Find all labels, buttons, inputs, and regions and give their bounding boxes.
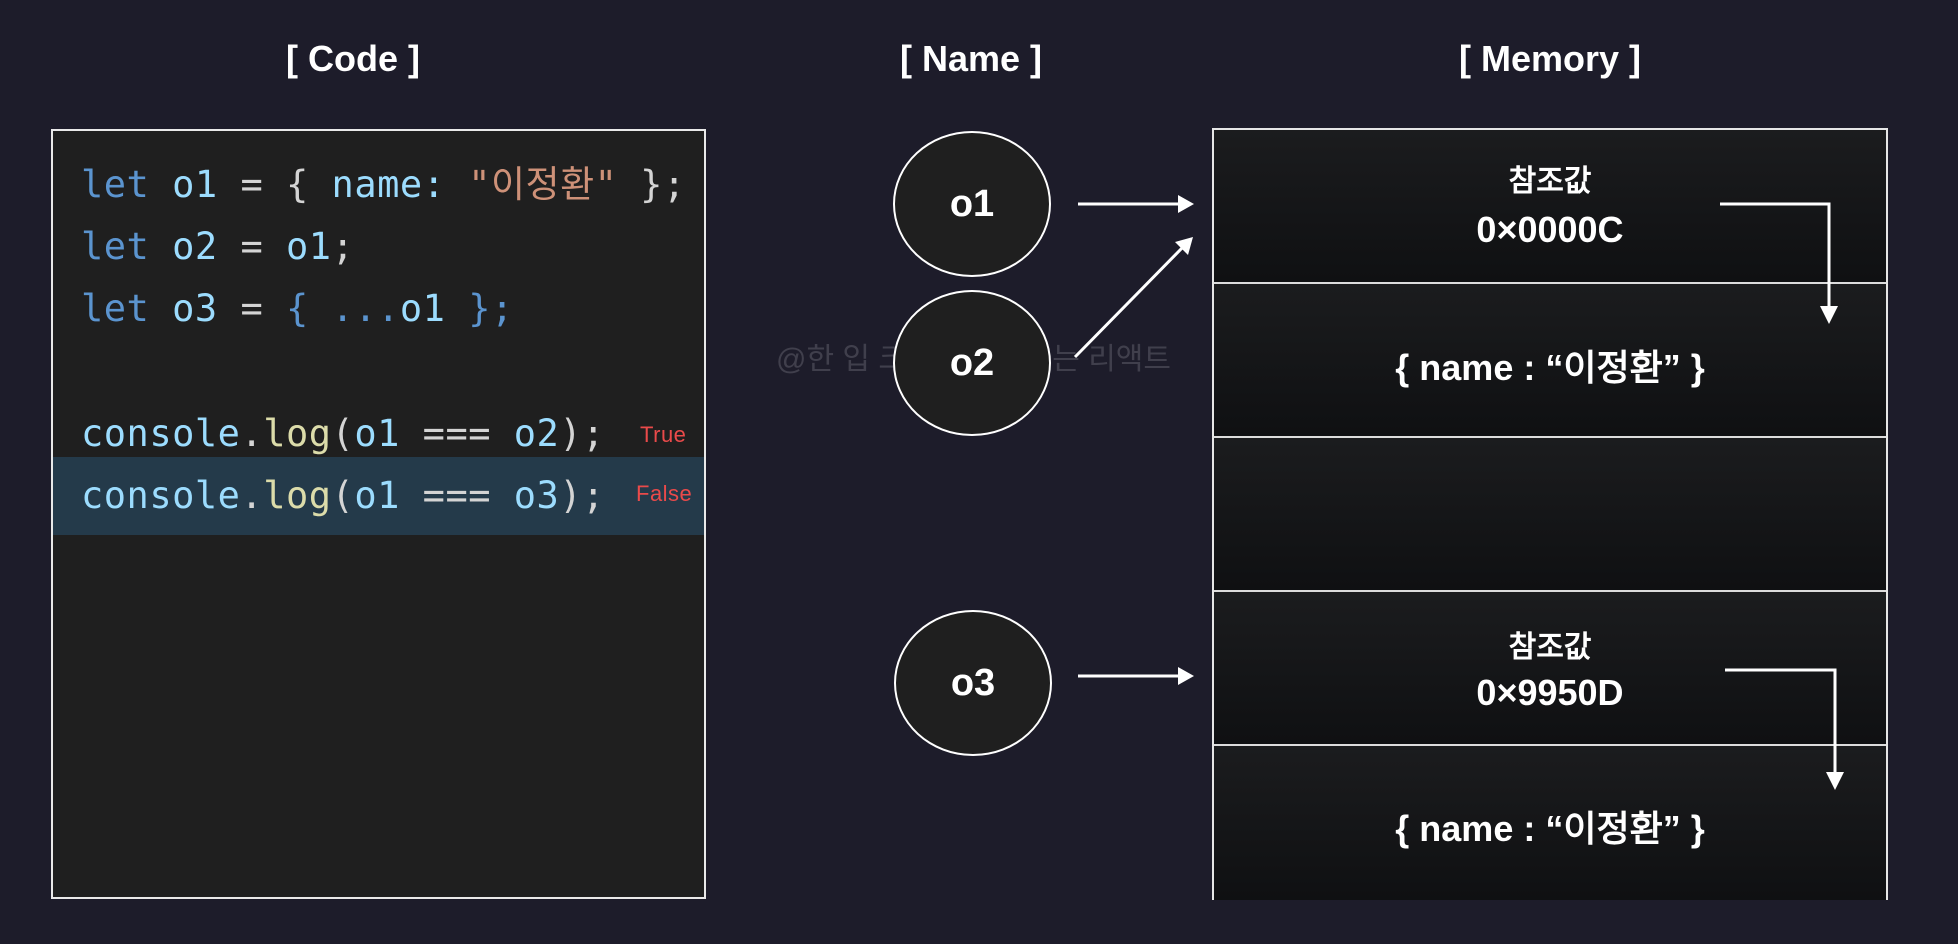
- keyword: let: [81, 287, 150, 330]
- operator: = {: [217, 163, 309, 206]
- highlighted-line: [53, 457, 704, 535]
- keyword: let: [81, 163, 150, 206]
- object-value: { name : “이정환” }: [1395, 808, 1705, 849]
- code-panel: let o1 = { name: "이정환" }; let o2 = o1; l…: [51, 129, 706, 899]
- punctuation: (: [331, 474, 355, 517]
- name-o2: o2: [893, 290, 1051, 436]
- memory-cell-object2: { name : “이정환” }: [1214, 746, 1886, 900]
- arrowhead: [1178, 195, 1194, 213]
- operator: =: [217, 225, 286, 268]
- code-line-5: console.log(o1 === o2);: [81, 411, 605, 457]
- variable: o3: [513, 474, 560, 517]
- arrowhead: [1820, 306, 1838, 324]
- punctuation: (: [331, 412, 355, 455]
- reference-address: 0×0000C: [1476, 209, 1624, 250]
- memory-heading: [ Memory ]: [1458, 38, 1642, 79]
- code-line-1: let o1 = { name: "이정환" };: [81, 162, 686, 208]
- punctuation: );: [559, 412, 605, 455]
- property: name:: [308, 163, 446, 206]
- punctuation: ;: [331, 225, 355, 268]
- arrow-ref2-to-object2: [1725, 668, 1837, 776]
- memory-table: 참조값 0×0000C { name : “이정환” } 참조값 0×9950D…: [1212, 128, 1888, 900]
- punctuation: };: [445, 287, 514, 330]
- name-heading: [ Name ]: [899, 38, 1043, 79]
- variable: o2: [172, 225, 218, 268]
- name-o3: o3: [894, 610, 1052, 756]
- arrowhead: [1175, 237, 1193, 255]
- punctuation: );: [559, 474, 605, 517]
- function: log: [263, 474, 332, 517]
- string-literal: "이정환": [445, 163, 618, 206]
- punctuation: .: [240, 474, 264, 517]
- memory-cell-ref1: 참조값 0×0000C: [1214, 130, 1886, 284]
- variable: o2: [513, 412, 560, 455]
- arrowhead: [1826, 772, 1844, 790]
- arrowhead: [1178, 667, 1194, 685]
- object-value: { name : “이정환” }: [1395, 347, 1705, 388]
- operator: ===: [399, 412, 514, 455]
- memory-cell-empty: [1214, 438, 1886, 592]
- code-line-2: let o2 = o1;: [81, 224, 354, 270]
- code-line-6: console.log(o1 === o3);: [81, 473, 605, 519]
- punctuation: };: [617, 163, 686, 206]
- result-false: False: [636, 481, 693, 506]
- reference-address: 0×9950D: [1476, 672, 1624, 713]
- spread-operator: { ...: [286, 287, 400, 330]
- variable: o1: [354, 412, 400, 455]
- variable: o1: [286, 225, 332, 268]
- punctuation: .: [240, 412, 264, 455]
- arrow-o2-to-ref1: [1073, 244, 1186, 359]
- variable: o1: [399, 287, 446, 330]
- memory-cell-object1: { name : “이정환” }: [1214, 284, 1886, 438]
- code-line-3: let o3 = { ...o1 };: [81, 286, 514, 332]
- operator: ===: [399, 474, 514, 517]
- result-true: True: [640, 422, 687, 447]
- variable: o3: [172, 287, 218, 330]
- code-heading: [ Code ]: [286, 38, 420, 79]
- function: log: [263, 412, 332, 455]
- arrow-ref1-to-object1: [1720, 202, 1831, 310]
- operator: =: [217, 287, 286, 330]
- name-o1: o1: [893, 131, 1051, 277]
- object: console: [81, 412, 241, 455]
- object: console: [81, 474, 241, 517]
- reference-label: 참조값: [1508, 631, 1592, 664]
- variable: o1: [354, 474, 400, 517]
- keyword: let: [81, 225, 150, 268]
- reference-label: 참조값: [1508, 165, 1592, 198]
- variable: o1: [172, 163, 218, 206]
